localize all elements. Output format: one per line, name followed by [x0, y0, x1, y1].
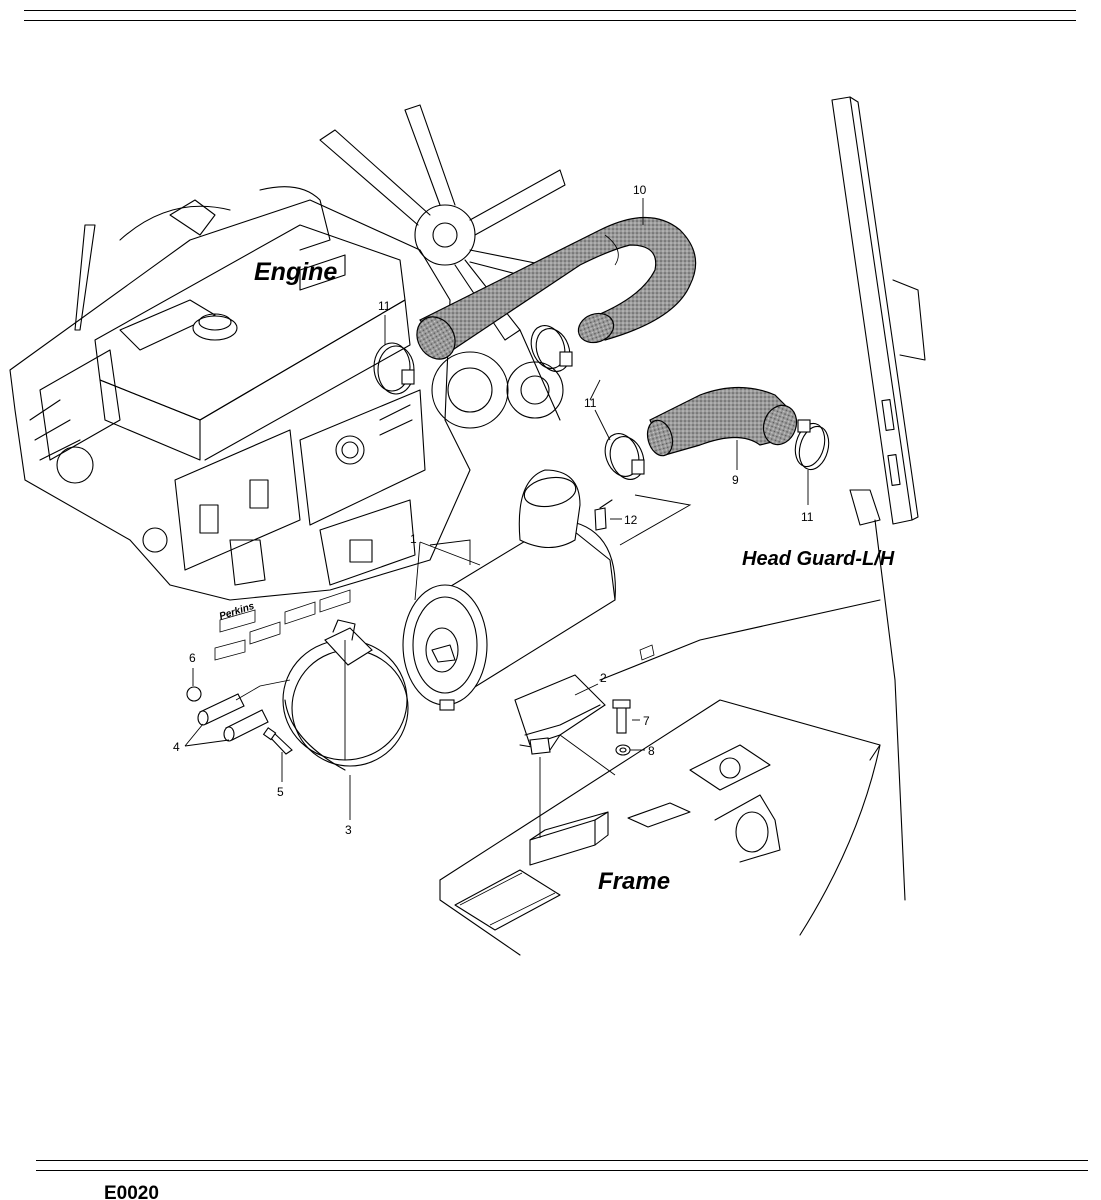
- head-guard-drawing: [831, 96, 926, 901]
- air-cleaner-drawing: [402, 469, 616, 711]
- part-number-4: 4: [173, 740, 180, 754]
- area-label-engine: Engine: [254, 258, 338, 286]
- part-number-9: 9: [732, 473, 739, 487]
- hose-10-drawing: [416, 216, 697, 360]
- area-label-frame: Frame: [598, 868, 671, 895]
- bracket-drawing: [514, 674, 631, 756]
- top-rule-inner: [24, 20, 1076, 21]
- part-number-11-right: 11: [801, 510, 814, 524]
- engine-drawing: [9, 104, 566, 661]
- part-number-6: 6: [189, 651, 196, 665]
- footer-document-code: E0020: [104, 1183, 159, 1200]
- part-number-5: 5: [277, 785, 284, 799]
- part-number-11-center: 11: [584, 396, 597, 410]
- part-number-3: 3: [345, 823, 352, 837]
- part-number-10: 10: [633, 183, 647, 197]
- bottom-rule: [36, 1160, 1088, 1161]
- frame-drawing: [439, 599, 881, 956]
- hose-clamps-drawing: [373, 325, 830, 480]
- area-label-head-guard: Head Guard-L/H: [742, 548, 895, 570]
- top-rule: [24, 10, 1076, 11]
- part-number-12: 12: [624, 513, 638, 527]
- part-number-11-left: 11: [378, 299, 391, 313]
- part-number-7: 7: [643, 714, 650, 728]
- fasteners-drawing: [186, 679, 293, 755]
- part-number-1: 1: [410, 532, 417, 546]
- part-number-2: 2: [600, 671, 607, 685]
- mounting-band-drawing: [282, 619, 409, 771]
- leader-lines: [184, 198, 809, 838]
- part-number-8: 8: [648, 744, 655, 758]
- hose-9-drawing: [646, 386, 798, 457]
- bottom-rule-inner: [36, 1170, 1088, 1171]
